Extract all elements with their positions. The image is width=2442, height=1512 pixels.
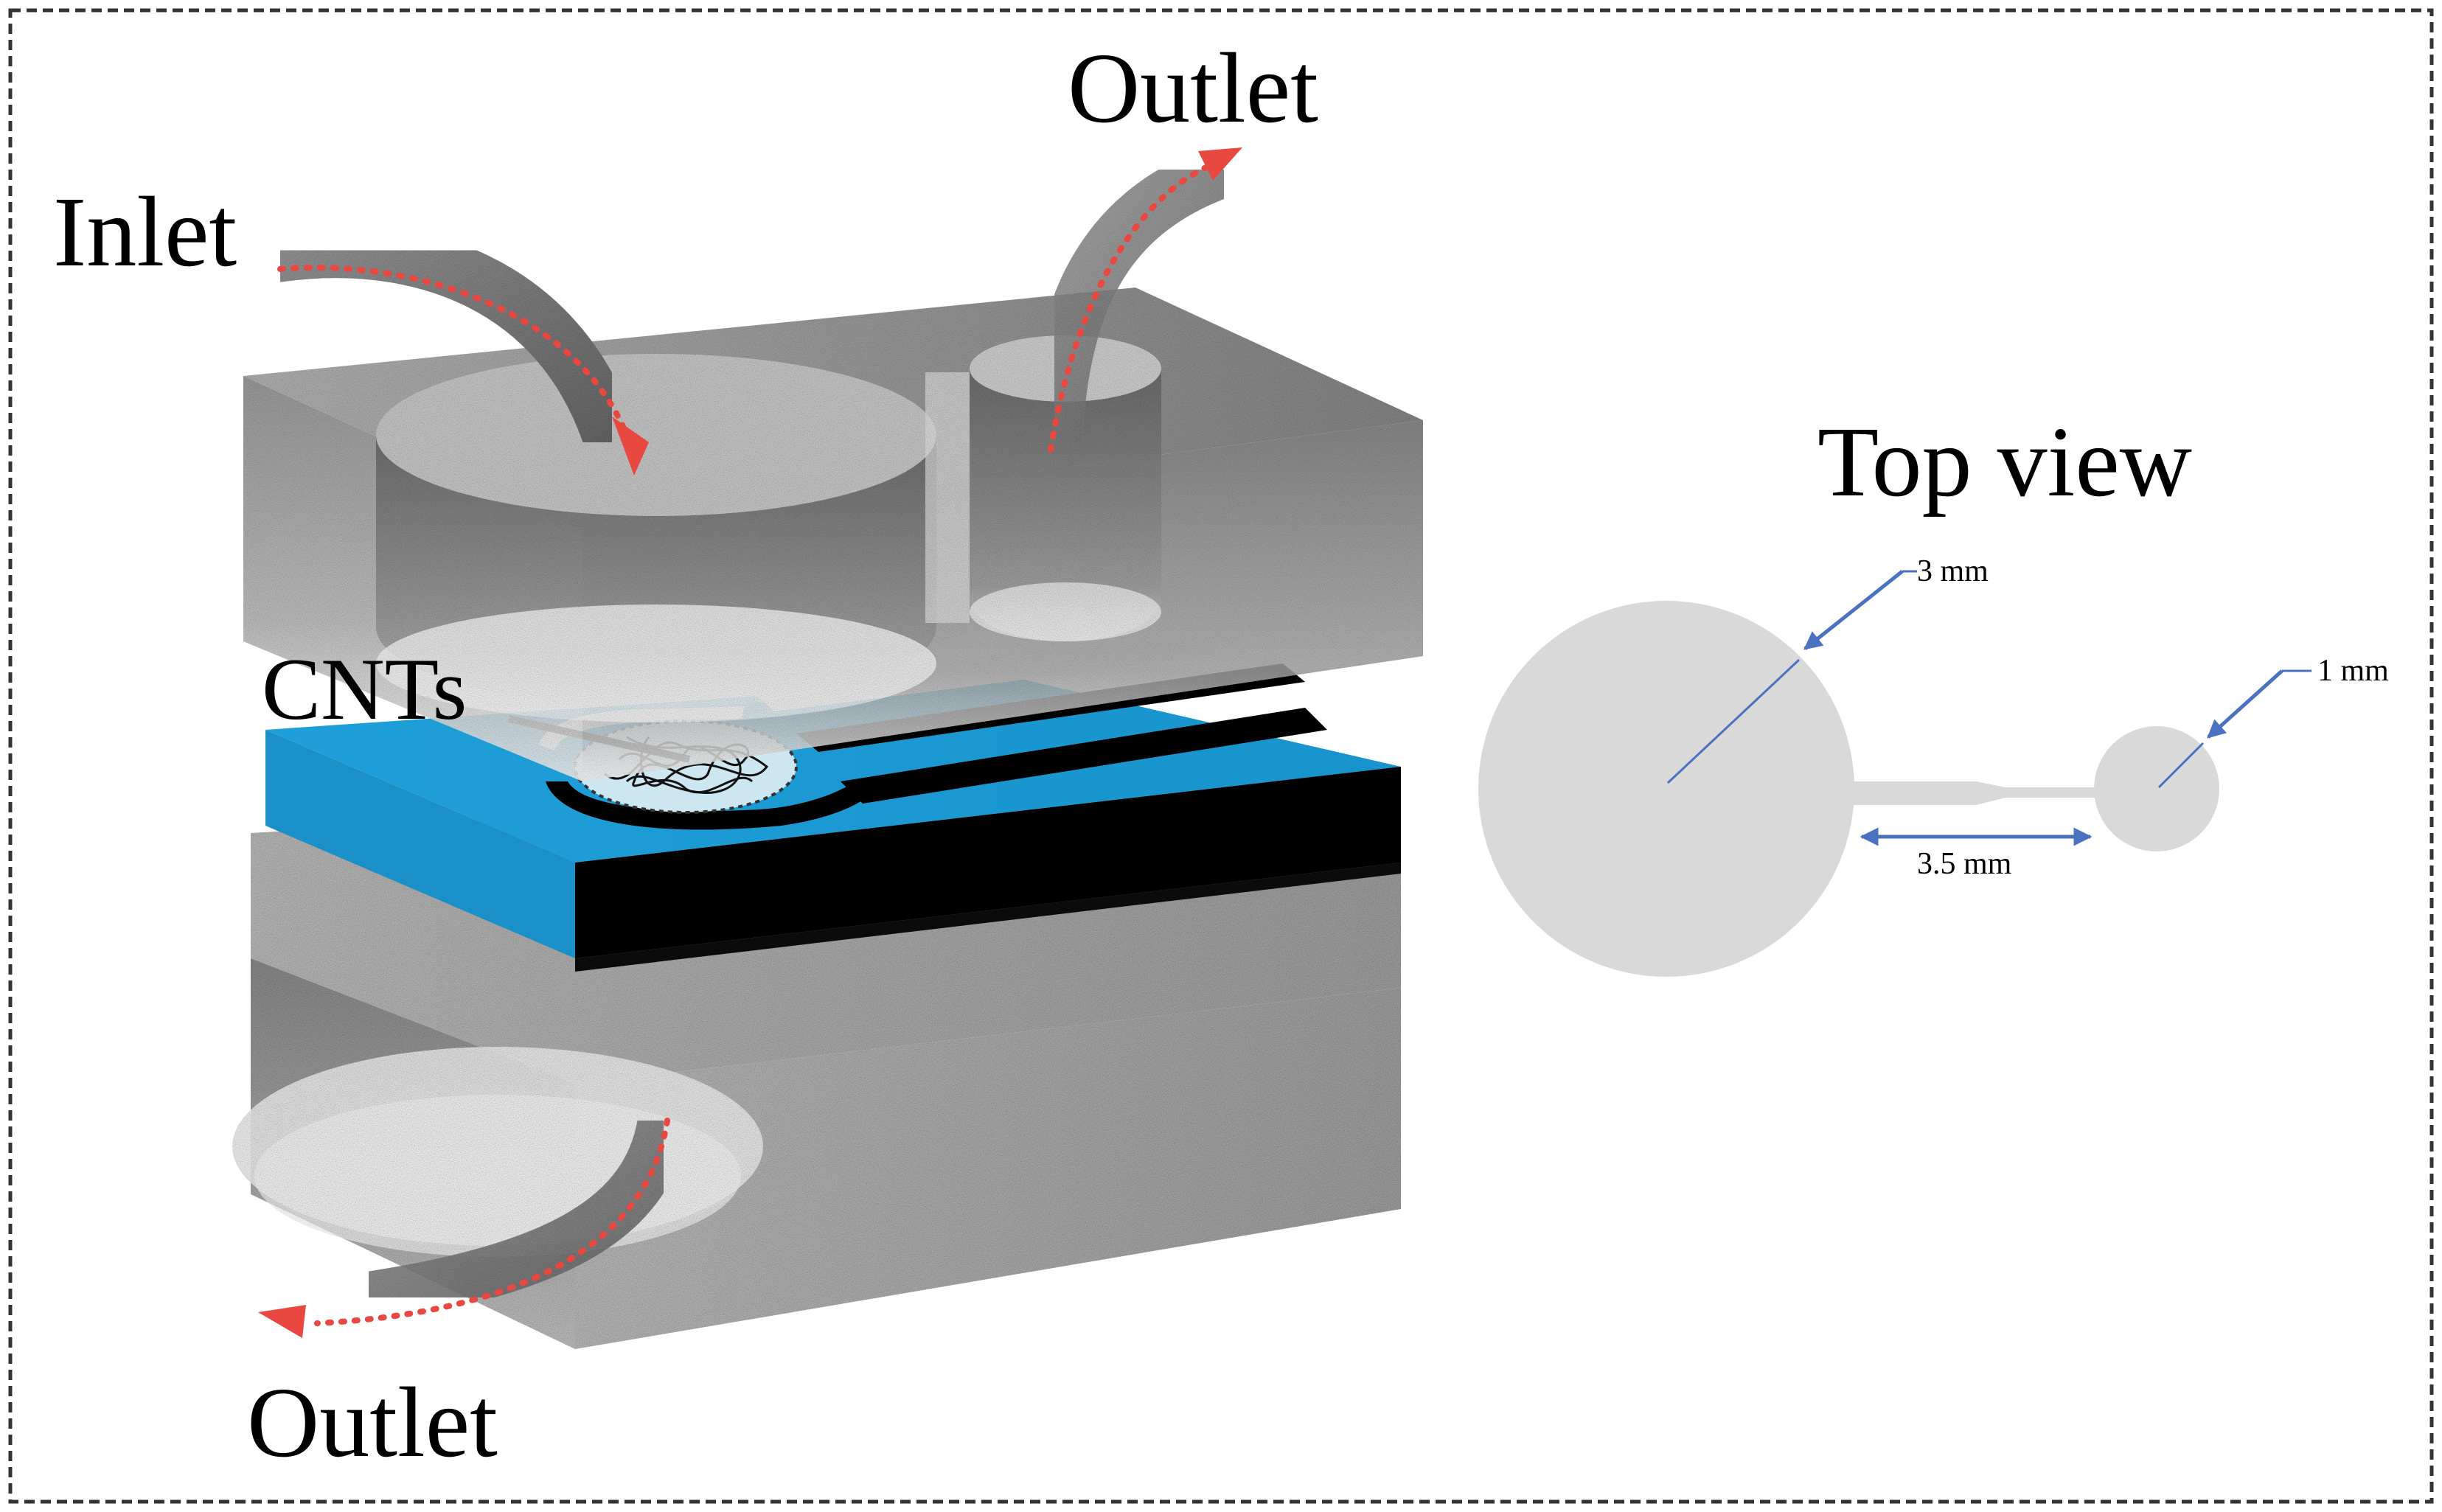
inlet-label: Inlet (53, 177, 237, 288)
top-chamber-block (243, 288, 1423, 781)
large-chamber-topview (1478, 601, 1854, 977)
bottom-outlet-label: Outlet (247, 1368, 498, 1478)
inlet-pipe (252, 223, 640, 470)
top-outlet-flow-arrow (1048, 163, 1212, 453)
top-outlet-label: Outlet (1068, 33, 1318, 144)
figure-frame (8, 8, 2434, 1504)
bottom-outlet-pipe (343, 1095, 689, 1323)
large-dim-arrow (1803, 570, 1904, 650)
top-outlet-pipe (1026, 142, 1252, 470)
inlet-flow-arrow (277, 265, 630, 438)
large-chamber-well (376, 354, 936, 516)
channel-length-label: 3.5 mm (1917, 847, 2012, 881)
flow-arrows (258, 147, 1242, 1338)
channel-topview (1843, 781, 2098, 805)
small-dim-arrow (2207, 669, 2283, 739)
large-chamber-dim-label: 3 mm (1917, 554, 1989, 588)
top-view: Top view 3 mm 1 mm 3.5 mm (1478, 407, 2389, 977)
small-radius-line (2157, 742, 2205, 789)
small-chamber-dim-label: 1 mm (2317, 654, 2389, 688)
large-radius-line (1666, 658, 1801, 784)
top-view-title: Top view (1817, 407, 2192, 518)
cnts-label: CNTs (262, 640, 467, 738)
